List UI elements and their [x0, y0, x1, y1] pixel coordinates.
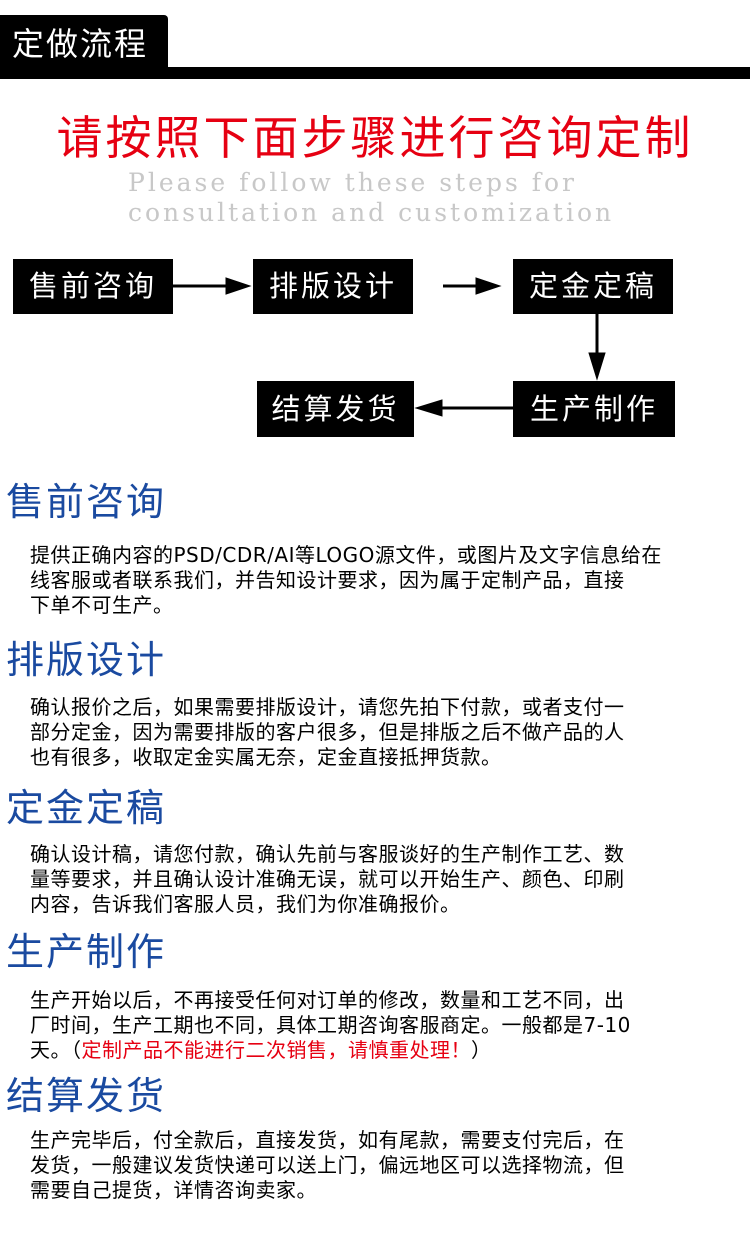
body-line: 生产开始以后，不再接受任何对订单的修改，数量和工艺不同，出 [30, 988, 625, 1012]
section-body-design: 确认报价之后，如果需要排版设计，请您先拍下付款，或者支付一 部分定金，因为需要排… [30, 695, 730, 770]
body-line: 确认设计稿，请您付款，确认先前与客服谈好的生产制作工艺、数 [30, 842, 625, 866]
flow-step-deposit: 定金定稿 [513, 259, 673, 314]
body-line: 确认报价之后，如果需要排版设计，请您先拍下付款，或者支付一 [30, 695, 625, 719]
section-body-deposit: 确认设计稿，请您付款，确认先前与客服谈好的生产制作工艺、数 量等要求，并且确认设… [30, 842, 730, 917]
body-line: 发货，一般建议发货快递可以送上门，偏远地区可以选择物流，但 [30, 1153, 625, 1177]
section-title-production: 生产制作 [6, 930, 167, 974]
section-title-deposit: 定金定稿 [6, 786, 167, 830]
flow-arrows [173, 277, 606, 417]
section-body-production: 生产开始以后，不再接受任何对订单的修改，数量和工艺不同，出 厂时间，生产工期也不… [30, 988, 730, 1063]
header-tab: 定做流程 [0, 15, 168, 73]
flow-step-production: 生产制作 [513, 381, 675, 437]
section-body-shipping: 生产完毕后，付全款后，直接发货，如有尾款，需要支付完后，在 发货，一般建议发货快… [30, 1128, 730, 1203]
arrow-step2-to-step3 [443, 277, 502, 295]
body-line: 需要自己提货，详情咨询卖家。 [30, 1178, 317, 1202]
section-title-shipping: 结算发货 [6, 1074, 167, 1118]
warning-text: 定制产品不能进行二次销售，请慎重处理！ [81, 1038, 471, 1062]
body-line: 内容，告诉我们客服人员，我们为你准确报价。 [30, 892, 461, 916]
body-line: 线客服或者联系我们，并告知设计要求，因为属于定制产品，直接 [30, 568, 625, 592]
body-line: 下单不可生产。 [30, 593, 174, 617]
body-line-warning: 天。（定制产品不能进行二次销售，请慎重处理！） [30, 1038, 730, 1063]
body-line: 部分定金，因为需要排版的客户很多，但是排版之后不做产品的人 [30, 720, 625, 744]
header-divider [0, 67, 750, 79]
flow-step-presale: 售前咨询 [13, 259, 173, 314]
arrow-step1-to-step2 [173, 277, 252, 295]
flow-step-shipping: 结算发货 [257, 381, 414, 437]
section-title-presale: 售前咨询 [6, 480, 167, 524]
body-line: 量等要求，并且确认设计准确无误，就可以开始生产、颜色、印刷 [30, 867, 625, 891]
body-line: 也有很多，收取定金实属无奈，定金直接抵押货款。 [30, 745, 502, 769]
section-title-design: 排版设计 [6, 638, 167, 682]
subtitle-line-1: Please follow these steps for [128, 168, 577, 197]
warning-prefix: 天。（ [30, 1038, 82, 1062]
subtitle-line-2: consultation and customization [128, 198, 615, 227]
arrow-step3-to-step4 [588, 314, 606, 381]
body-line: 厂时间，生产工期也不同，具体工期咨询客服商定。一般都是7-10 [30, 1013, 631, 1037]
arrow-step4-to-step5 [414, 399, 513, 417]
body-line: 提供正确内容的PSD/CDR/AI等LOGO源文件，或图片及文字信息给在 [30, 543, 662, 567]
flow-step-design: 排版设计 [253, 259, 413, 314]
section-body-presale: 提供正确内容的PSD/CDR/AI等LOGO源文件，或图片及文字信息给在 线客服… [30, 543, 730, 618]
body-line: 生产完毕后，付全款后，直接发货，如有尾款，需要支付完后，在 [30, 1128, 625, 1152]
page-subtitle: Please follow these steps for consultati… [128, 168, 628, 228]
warning-suffix: ） [471, 1038, 492, 1062]
page-title: 请按照下面步骤进行咨询定制 [56, 111, 694, 165]
